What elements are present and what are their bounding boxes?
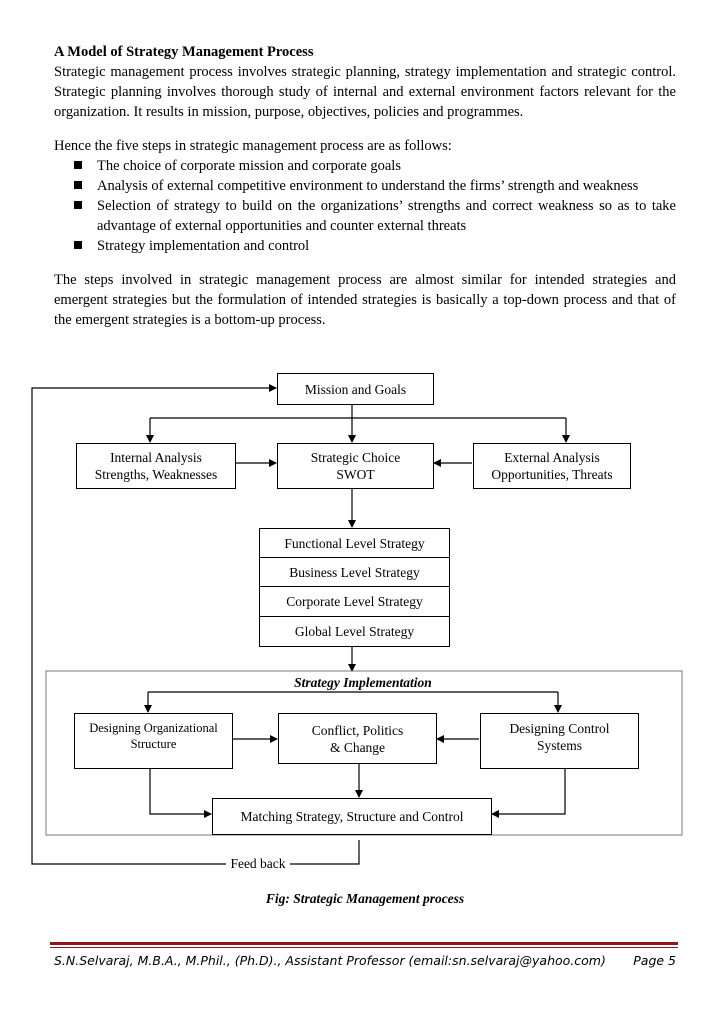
footer-author: S.N.Selvaraj, M.B.A., M.Phil., (Ph.D)., … xyxy=(54,953,606,968)
mission-goals-box: Mission and Goals xyxy=(277,373,434,405)
list-item: The choice of corporate mission and corp… xyxy=(54,156,676,176)
section-heading: A Model of Strategy Management Process xyxy=(54,44,314,60)
global-level-box: Global Level Strategy xyxy=(259,616,450,647)
closing-paragraph: The steps involved in strategic manageme… xyxy=(54,272,676,328)
implementation-title: Strategy Implementation xyxy=(294,675,432,690)
figure-caption: Fig: Strategic Management process xyxy=(265,891,465,906)
feedback-label: Feed back xyxy=(226,856,290,872)
connector xyxy=(491,769,566,818)
conflict-politics-box: Conflict, Politics & Change xyxy=(278,713,437,764)
implementation-frame xyxy=(45,670,683,836)
footer-divider xyxy=(50,947,678,948)
footer-divider xyxy=(50,942,678,945)
functional-level-box: Functional Level Strategy xyxy=(259,528,450,558)
intro-paragraph: Strategic management process involves st… xyxy=(54,64,676,120)
list-item: Analysis of external competitive environ… xyxy=(54,176,676,196)
bullet-icon xyxy=(74,161,82,169)
bullet-icon xyxy=(74,241,82,249)
steps-intro: Hence the five steps in strategic manage… xyxy=(54,138,452,154)
page-number: Page 5 xyxy=(633,953,676,968)
bullet-icon xyxy=(74,181,82,189)
steps-list: The choice of corporate mission and corp… xyxy=(54,156,676,256)
document-body: A Model of Strategy Management Process S… xyxy=(54,42,676,330)
list-item: Selection of strategy to build on the or… xyxy=(54,196,676,236)
list-item: Strategy implementation and control xyxy=(54,236,676,256)
strategic-choice-box: Strategic Choice SWOT xyxy=(277,443,434,489)
page-footer: S.N.Selvaraj, M.B.A., M.Phil., (Ph.D)., … xyxy=(54,953,676,968)
feedback-line xyxy=(31,384,277,865)
corporate-level-box: Corporate Level Strategy xyxy=(259,586,450,617)
bullet-icon xyxy=(74,201,82,209)
org-structure-box: Designing Organizational Structure xyxy=(74,713,233,769)
internal-analysis-box: Internal Analysis Strengths, Weaknesses xyxy=(76,443,236,489)
control-systems-box: Designing Control Systems xyxy=(480,713,639,769)
external-analysis-box: External Analysis Opportunities, Threats xyxy=(473,443,631,489)
business-level-box: Business Level Strategy xyxy=(259,557,450,587)
connector xyxy=(149,769,212,818)
matching-box: Matching Strategy, Structure and Control xyxy=(212,798,492,835)
feedback-line xyxy=(290,840,360,865)
